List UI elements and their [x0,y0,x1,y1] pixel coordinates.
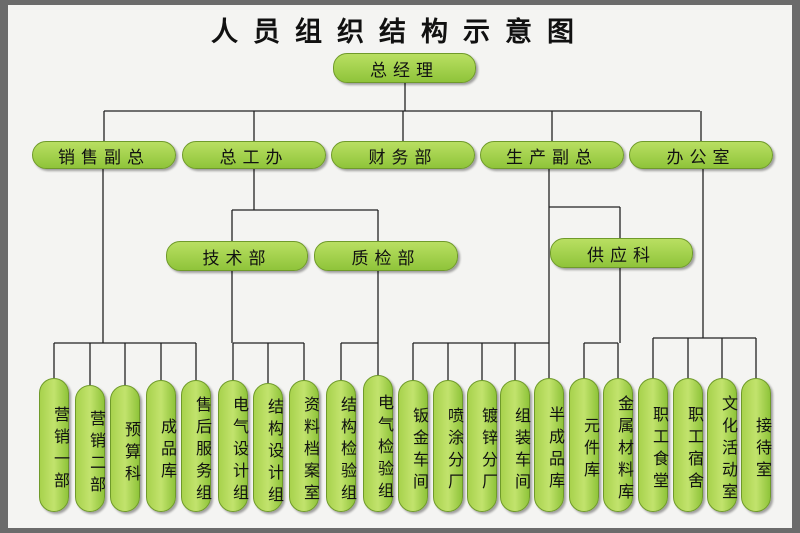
leaf-node: 金属材料库 [603,378,634,512]
chart-title: 人员组织结构示意图 [211,17,589,48]
leaf-node: 结构检验组 [326,380,357,512]
leaf-node: 喷涂分厂 [433,380,464,512]
leaf-node: 电气检验组 [363,375,394,512]
leaf-node: 元件库 [569,378,600,512]
node-sales-vp: 销售副总 [32,141,176,169]
leaf-node: 组装车间 [500,380,531,512]
leaf-node: 营销二部 [75,385,106,512]
node-general-manager: 总经理 [333,53,476,83]
leaf-node: 半成品库 [534,378,565,512]
leaf-node: 成品库 [146,380,177,512]
leaf-node: 镀锌分厂 [467,380,498,512]
leaf-node: 接待室 [741,378,772,512]
node-finance-dept: 财务部 [331,141,475,169]
node-qc-dept: 质检部 [314,241,458,271]
leaf-node: 售后服务组 [181,380,212,512]
node-chief-engineer-office: 总工办 [182,141,326,169]
leaf-node: 职工食堂 [638,378,669,512]
leaf-node: 资料档案室 [289,380,320,512]
node-admin-office: 办公室 [629,141,773,169]
node-tech-dept: 技术部 [166,241,308,271]
node-supply-dept: 供应科 [550,238,693,268]
leaf-node: 文化活动室 [707,378,738,512]
leaf-node: 营销一部 [39,378,70,512]
leaf-node: 结构设计组 [253,383,284,512]
leaf-node: 钣金车间 [398,380,429,512]
node-production-vp: 生产副总 [480,141,624,169]
leaf-node: 电气设计组 [218,380,249,512]
leaf-node: 预算科 [110,385,141,512]
leaf-node: 职工宿舍 [673,378,704,512]
